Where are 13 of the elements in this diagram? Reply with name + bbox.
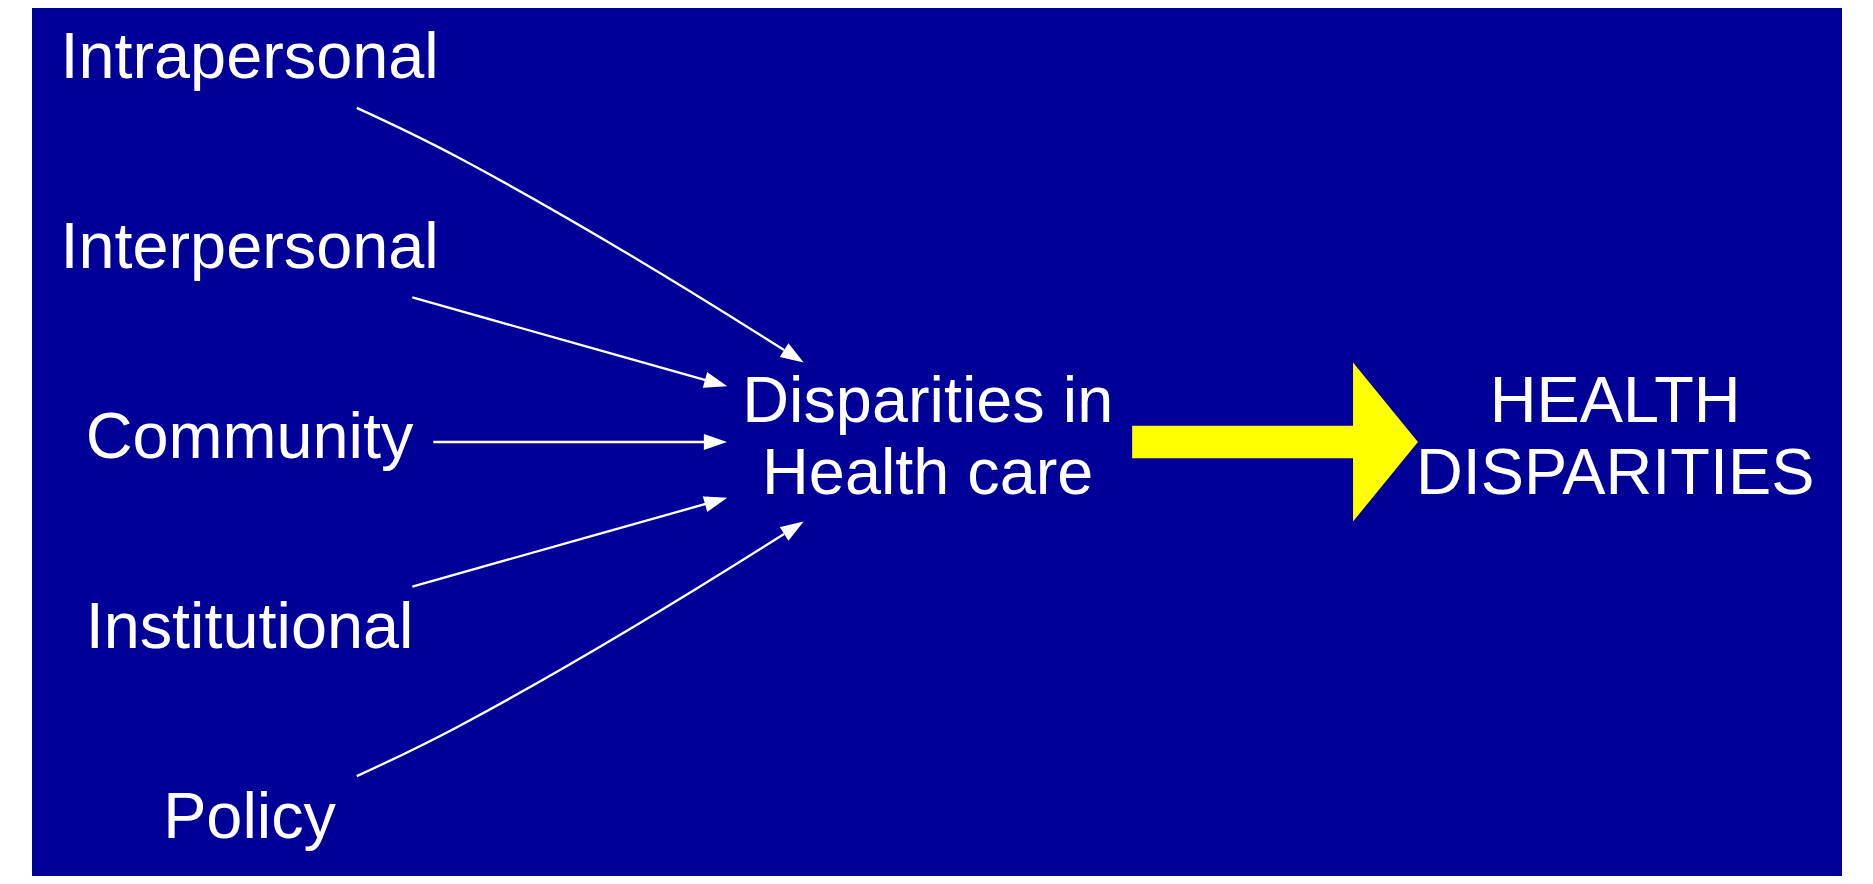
node-text: HEALTH DISPARITIES	[1415, 363, 1814, 508]
arrow	[411, 496, 727, 588]
arrow	[1131, 362, 1418, 522]
arrow	[355, 521, 804, 778]
node-text: Policy	[162, 778, 336, 852]
arrow	[355, 106, 804, 363]
node-text: Community	[85, 398, 413, 472]
arrow	[411, 296, 727, 388]
node-text: Institutional	[85, 588, 413, 662]
node-text: Disparities in Health care	[741, 363, 1113, 508]
node-text: Interpersonal	[59, 209, 439, 283]
node-text: Intrapersonal	[59, 19, 439, 93]
arrow	[432, 433, 727, 451]
